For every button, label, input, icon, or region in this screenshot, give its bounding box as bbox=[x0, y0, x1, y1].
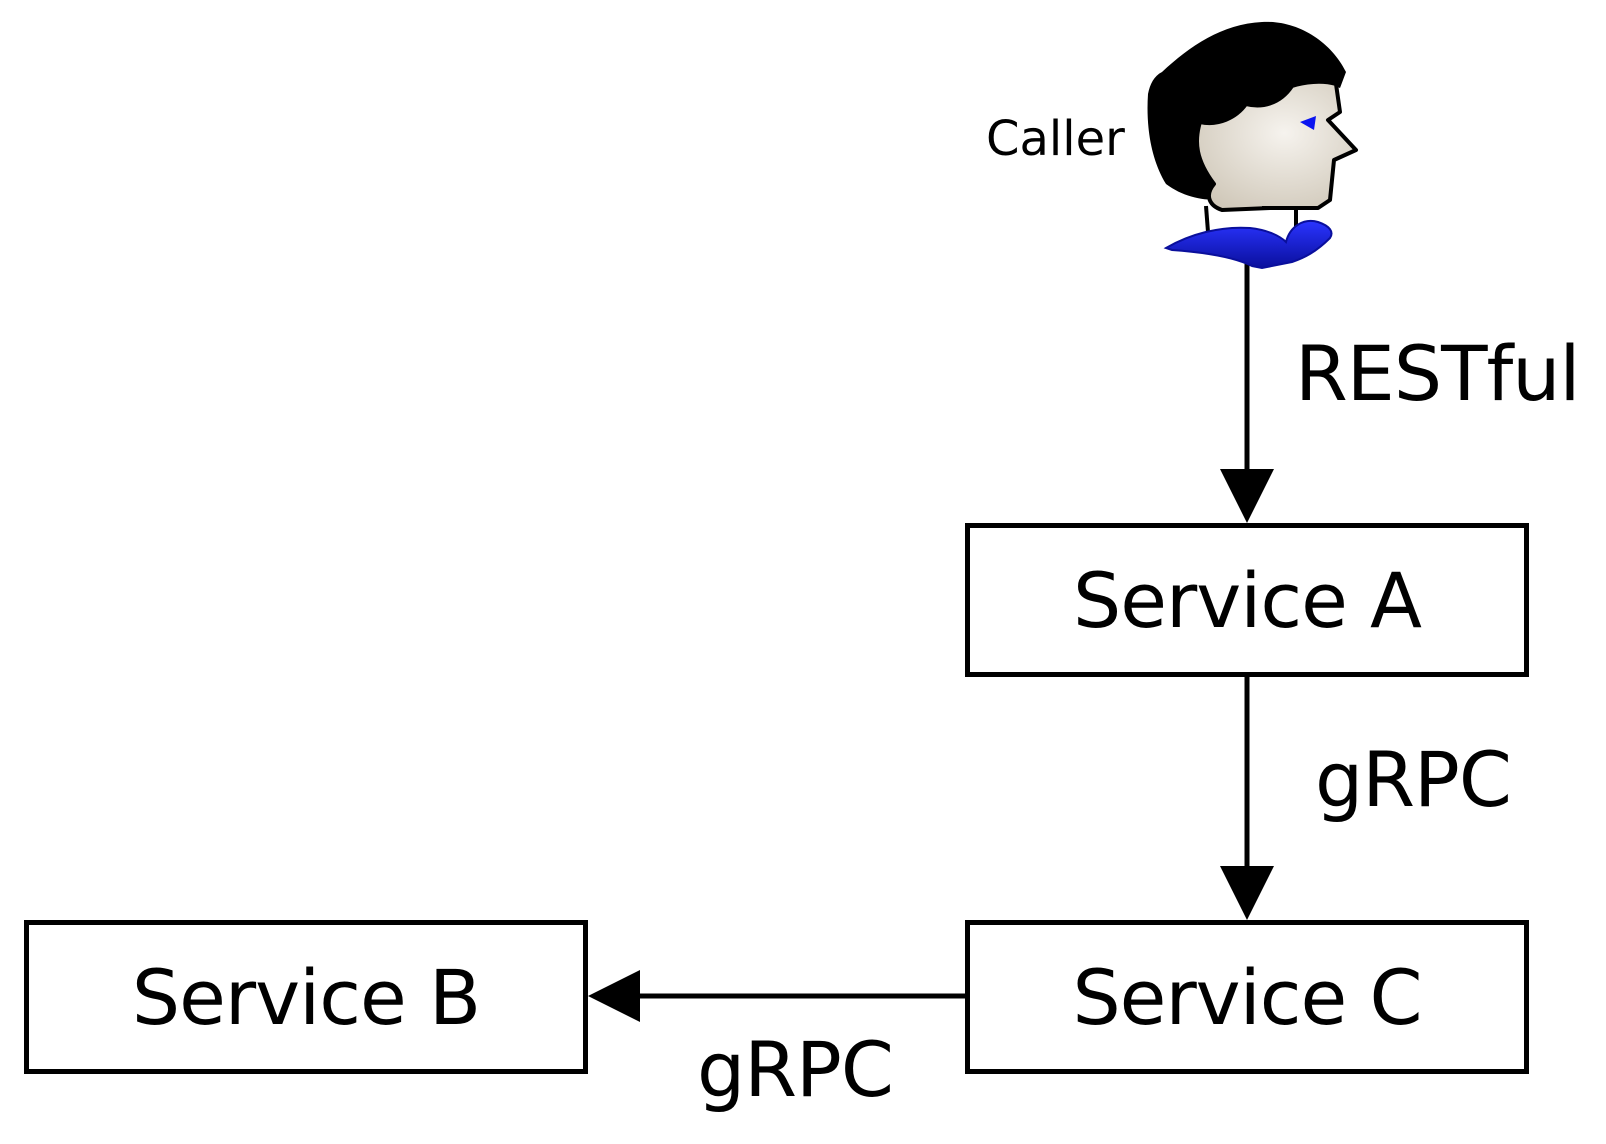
face bbox=[1194, 79, 1358, 212]
eye bbox=[1300, 116, 1316, 130]
service-a-label: Service A bbox=[1072, 555, 1422, 645]
arrowhead-left bbox=[588, 970, 640, 1022]
service-c-label: Service C bbox=[1072, 952, 1422, 1042]
edge-label-grpc-a-to-c: gRPC bbox=[1315, 735, 1512, 824]
service-c-box: Service C bbox=[965, 920, 1529, 1074]
edge-label-grpc-c-to-b: gRPC bbox=[697, 1025, 894, 1114]
arrowhead-down bbox=[1220, 866, 1274, 920]
edge-service-c-to-service-b bbox=[588, 970, 965, 1022]
service-a-box: Service A bbox=[965, 523, 1529, 677]
caller-label: Caller bbox=[986, 111, 1125, 167]
neck-line bbox=[1204, 205, 1210, 233]
edge-label-restful: RESTful bbox=[1295, 329, 1581, 418]
caller-person-icon bbox=[1147, 21, 1358, 270]
edge-caller-to-service-a bbox=[1220, 262, 1274, 523]
collar bbox=[1163, 220, 1333, 270]
service-b-label: Service B bbox=[131, 952, 481, 1042]
arrowhead-down bbox=[1220, 469, 1274, 523]
edge-service-a-to-service-c bbox=[1220, 677, 1274, 920]
service-b-box: Service B bbox=[24, 920, 588, 1074]
